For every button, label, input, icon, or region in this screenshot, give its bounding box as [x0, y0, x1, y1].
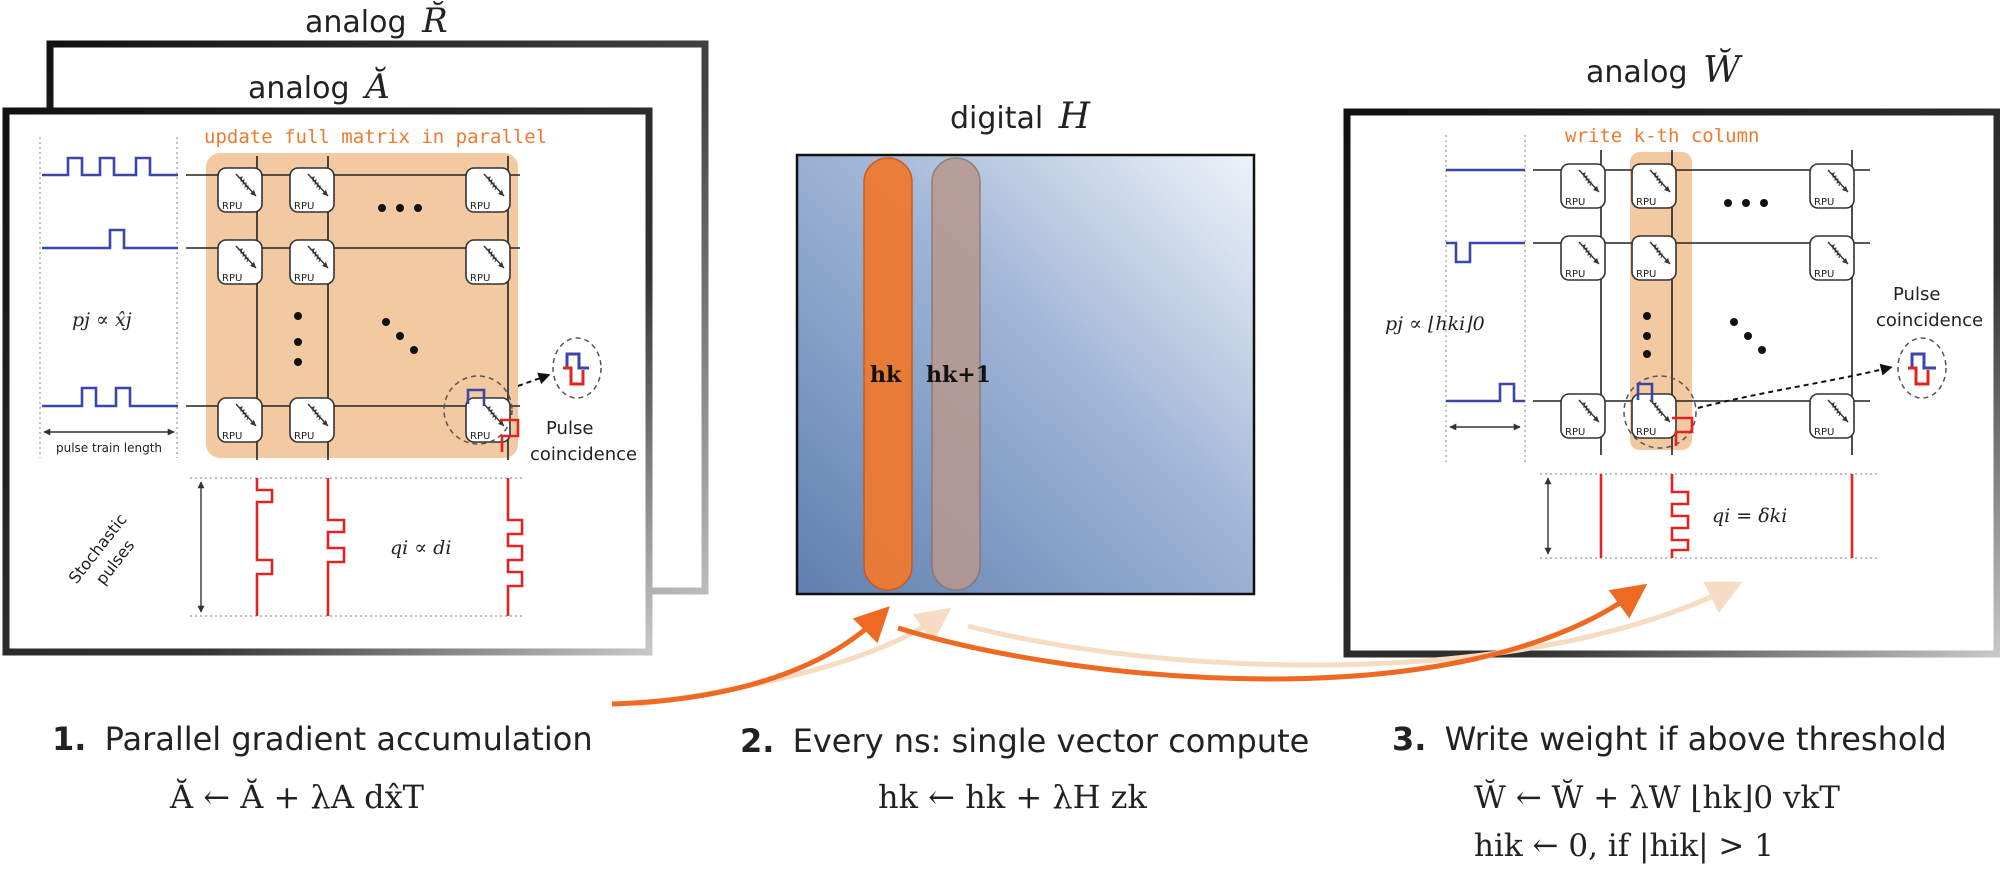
svg-text:RPU: RPU	[1565, 197, 1585, 208]
column-hk	[863, 157, 913, 591]
ellipsis-dots-right	[1643, 199, 1768, 358]
coincidence-pulse-red-right	[1672, 416, 1694, 446]
flow-arrows	[611, 581, 1743, 707]
pulse-train-label: pulse train length	[56, 441, 162, 455]
svg-text:RPU: RPU	[1636, 427, 1656, 438]
step-3-number: 3.	[1392, 720, 1426, 758]
row-formula-left: pj ∝ x̂j	[72, 309, 132, 331]
step-1-text: Parallel gradient accumulation	[105, 720, 593, 758]
coincidence-label-left-1: Pulse	[546, 418, 593, 439]
coincidence-label-left-2: coincidence	[530, 444, 637, 465]
column-hk1	[931, 157, 981, 591]
svg-text:RPU: RPU	[294, 431, 314, 442]
coincidence-label-right-1: Pulse	[1893, 284, 1940, 305]
step-3-text: Write weight if above threshold	[1445, 720, 1947, 758]
digital-h-title: digital H	[950, 96, 1091, 137]
step-3-equation-2: hik ← 0, if |hik| > 1	[1474, 828, 1774, 864]
coincidence-bubble-red-left	[563, 366, 585, 386]
step-2: 2. Every ns: single vector compute hk ← …	[740, 722, 1309, 816]
step-1-number: 1.	[52, 720, 86, 758]
svg-text:RPU: RPU	[222, 273, 242, 284]
coincidence-bubble-right	[1897, 337, 1947, 399]
step-2-text: Every ns: single vector compute	[793, 722, 1310, 760]
step-2-equation: hk ← hk + λH zk	[878, 778, 1148, 816]
coincidence-arrow-right	[1697, 363, 1893, 409]
middle-panel: digital H hk hk+1	[795, 96, 1256, 596]
row-pulses-left	[42, 156, 178, 408]
coincidence-label-right-2: coincidence	[1876, 310, 1983, 331]
svg-text:RPU: RPU	[1565, 269, 1585, 280]
coincidence-bubble-red-right	[1908, 366, 1930, 386]
arrow-step1-to-h	[611, 606, 890, 707]
svg-text:RPU: RPU	[470, 431, 490, 442]
step-3: 3. Write weight if above threshold W̆ ← …	[1392, 720, 1947, 864]
write-column-highlight	[1630, 152, 1692, 450]
coincidence-pulse-blue-left	[466, 388, 486, 406]
svg-text:RPU: RPU	[1814, 427, 1834, 438]
step-1-equation: Ă ← Ă + λA dx̂T	[169, 778, 425, 816]
column-pulses-right	[1599, 474, 1854, 558]
row-formula-right: pj ∝ ⌊hki⌋0	[1385, 313, 1485, 335]
ellipsis-dots-left	[294, 204, 422, 366]
svg-text:RPU: RPU	[470, 273, 490, 284]
update-highlight-label: update full matrix in parallel	[204, 126, 547, 148]
svg-text:1. Parallel gradient acc: 1. Parallel gradient accumulation	[52, 720, 593, 758]
coincidence-bubble-blue-right	[1910, 352, 1936, 370]
svg-text:RPU: RPU	[1565, 427, 1585, 438]
coincidence-arrow-left	[517, 372, 551, 387]
coincidence-pulse-red-left	[500, 418, 520, 452]
svg-text:RPU: RPU	[1636, 197, 1656, 208]
svg-text:RPU: RPU	[294, 273, 314, 284]
coincidence-pulse-blue-right	[1636, 382, 1654, 402]
update-highlight	[206, 153, 518, 458]
arrow-step1-to-h-light	[639, 607, 952, 707]
column-hk1-label: hk+1	[926, 362, 991, 388]
svg-text:RPU: RPU	[294, 201, 314, 212]
col-formula-right: qi = δki	[1712, 505, 1787, 527]
analog-w-title: analog W̆	[1586, 49, 1743, 91]
step-1: 1. Parallel gradient accumulation Ă ← Ă …	[52, 720, 593, 816]
step-2-number: 2.	[740, 722, 774, 760]
svg-text:3. Write weight if above: 3. Write weight if above threshold	[1392, 720, 1947, 758]
coincidence-bubble-blue-left	[565, 352, 589, 370]
svg-text:RPU: RPU	[222, 431, 242, 442]
svg-text:RPU: RPU	[1814, 197, 1834, 208]
coincidence-circle-left	[443, 375, 513, 445]
write-column-label: write k-th column	[1565, 125, 1759, 147]
row-pulses-right	[1446, 168, 1525, 403]
rpu-labels-right: RPU RPU RPU RPU RPU RPU RPU RPU RPU	[1565, 197, 1834, 438]
svg-text:RPU: RPU	[222, 201, 242, 212]
column-hk-label: hk	[870, 362, 902, 388]
right-panel: analog W̆ write k-th column	[1343, 49, 2000, 658]
left-panel: analog R̆ analog Ă update full matrix in…	[2, 1, 709, 656]
col-formula-left: qi ∝ di	[390, 537, 451, 559]
arrow-h-to-w-light	[967, 581, 1743, 668]
coincidence-bubble-left	[552, 337, 602, 399]
svg-text:RPU: RPU	[1814, 269, 1834, 280]
arrow-h-to-w	[897, 583, 1648, 682]
analog-r-title: analog R̆	[305, 1, 448, 41]
svg-text:2. Every ns: single vect: 2. Every ns: single vector compute	[740, 722, 1309, 760]
step-3-equation-1: W̆ ← W̆ + λW ⌊hk⌋0 vkT	[1474, 778, 1840, 816]
analog-a-title: analog Ă	[248, 66, 390, 107]
rpu-labels-left: RPU RPU RPU RPU RPU RPU RPU RPU RPU	[222, 201, 490, 442]
coincidence-circle-right	[1623, 375, 1697, 449]
svg-text:RPU: RPU	[1636, 269, 1656, 280]
column-pulses-left	[255, 478, 524, 616]
svg-text:RPU: RPU	[470, 201, 490, 212]
